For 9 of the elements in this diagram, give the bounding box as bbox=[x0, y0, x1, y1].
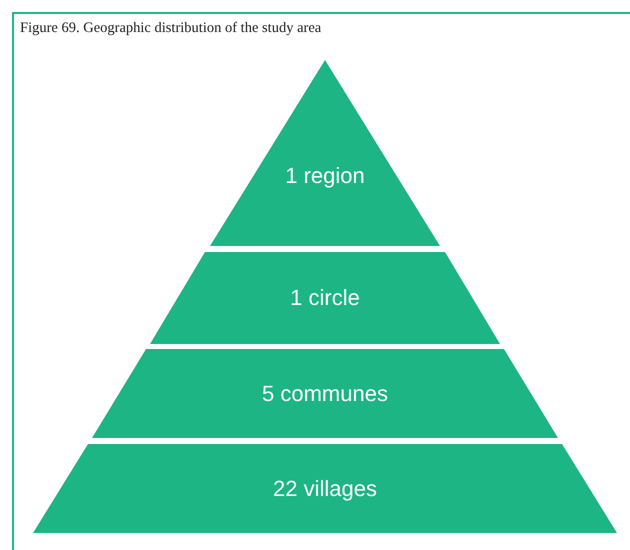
tier-label: 22 villages bbox=[272, 476, 378, 502]
pyramid-tier bbox=[33, 444, 617, 533]
tier-label: 1 circle bbox=[289, 285, 361, 311]
pyramid-tier bbox=[92, 349, 558, 438]
pyramid-tier bbox=[210, 60, 440, 246]
tier-label: 5 communes bbox=[261, 380, 389, 406]
figure-title: Figure 69. Geographic distribution of the study area bbox=[20, 20, 322, 37]
tier-label: 1 region bbox=[284, 163, 366, 189]
pyramid-tier bbox=[150, 252, 500, 344]
